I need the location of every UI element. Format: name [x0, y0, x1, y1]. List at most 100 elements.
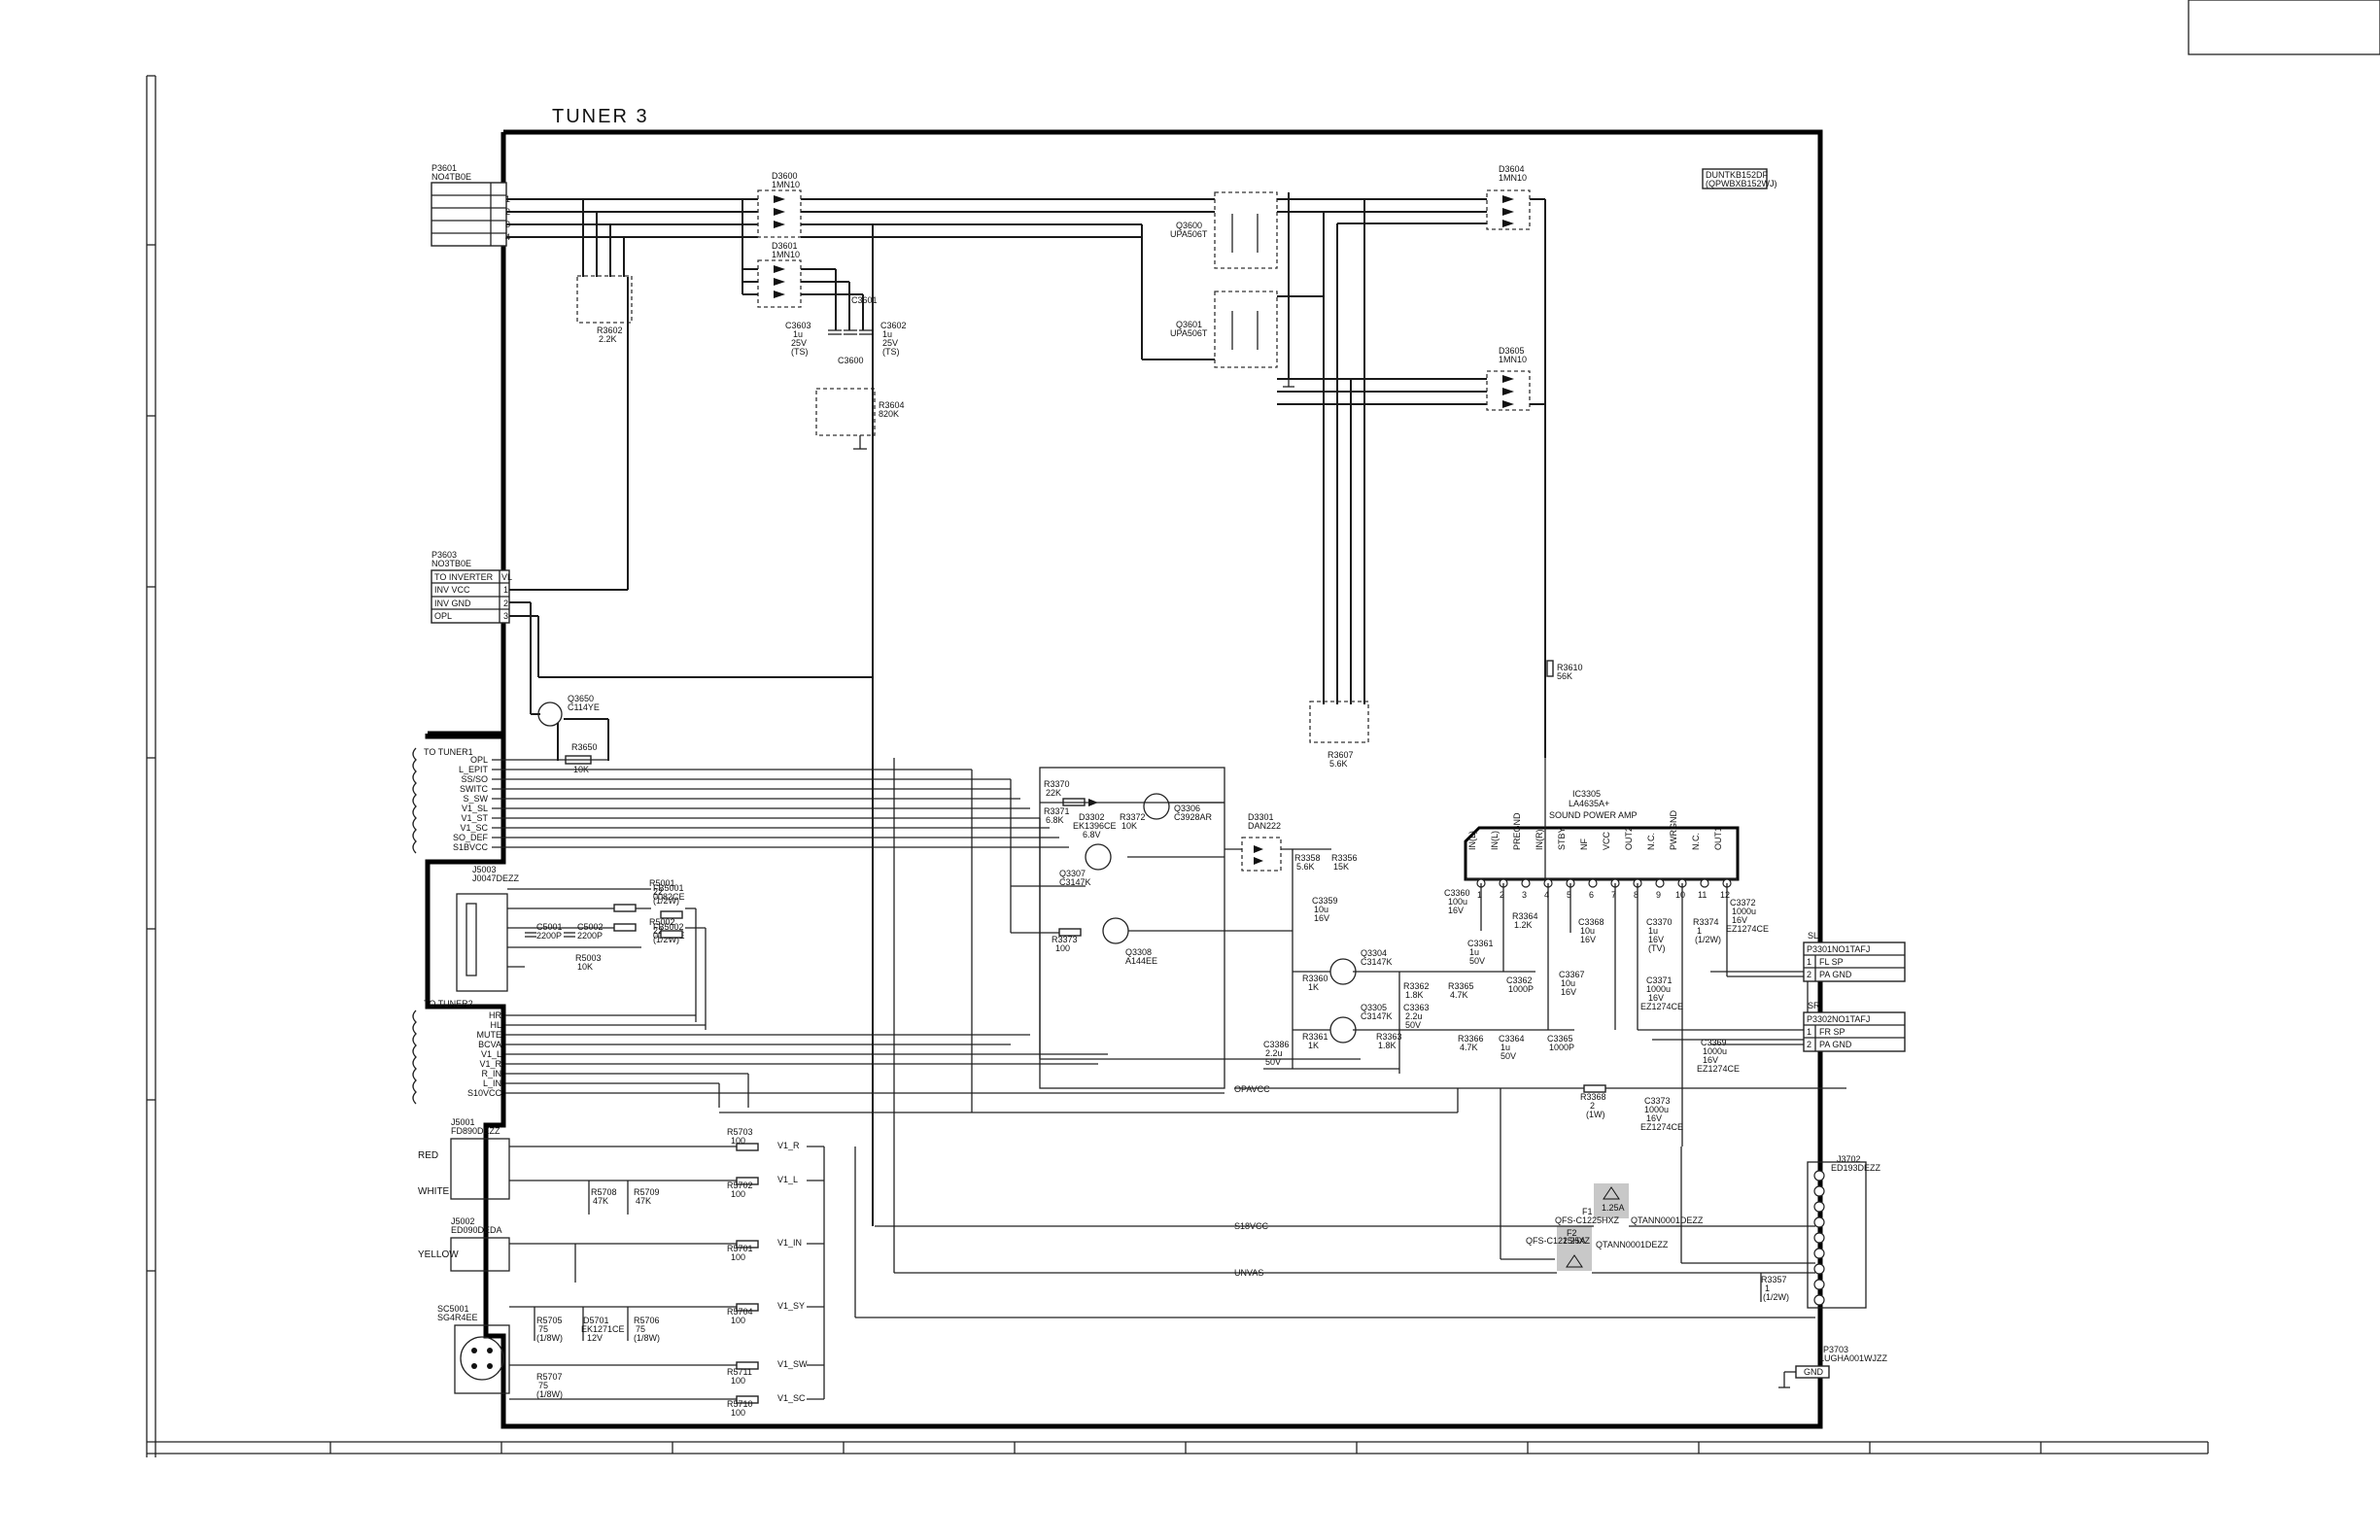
svg-text:C5001: C5001: [536, 922, 563, 932]
svg-text:J3702: J3702: [1837, 1154, 1861, 1164]
svg-text:100: 100: [731, 1316, 745, 1325]
svg-text:47K: 47K: [593, 1196, 608, 1206]
svg-text:C3367: C3367: [1559, 970, 1585, 979]
svg-text:IN(L): IN(L): [1467, 831, 1477, 850]
svg-text:1u: 1u: [1469, 947, 1479, 957]
svg-text:2: 2: [1500, 890, 1504, 900]
svg-text:V1_SW: V1_SW: [777, 1359, 808, 1369]
svg-text:(TV): (TV): [1648, 943, 1666, 953]
svg-text:SWITC: SWITC: [460, 784, 488, 794]
svg-text:1.25A: 1.25A: [1602, 1203, 1625, 1213]
svg-text:C114YE: C114YE: [568, 702, 600, 712]
diode-array-d3605: D3605 1MN10: [1486, 346, 1531, 411]
av-input-resistors: R5703 100 V1_R R5702 100 V1_L R5701 100 …: [536, 1127, 808, 1418]
svg-text:C3928AR: C3928AR: [1174, 812, 1213, 822]
svg-text:1K: 1K: [1308, 1041, 1319, 1050]
svg-text:100u: 100u: [1448, 897, 1467, 907]
svg-text:1: 1: [1765, 1283, 1770, 1293]
amp-input-passives: R3362 1.8K R3363 1.8K C3363 2.2u 50V R33…: [1263, 939, 1574, 1074]
svg-text:3: 3: [503, 611, 508, 621]
svg-text:11: 11: [1698, 890, 1707, 900]
fuse-f1: F1 1.25A QFS-C1225HXZ QTANN0001DEZZ: [1555, 1183, 1704, 1225]
svg-text:C3601: C3601: [851, 295, 878, 305]
connector-p3601: P3601 NO4TB0E 1 2 3 4: [431, 163, 510, 247]
svg-text:1.8K: 1.8K: [1405, 990, 1424, 1000]
svg-text:10u: 10u: [1314, 905, 1328, 914]
svg-text:VCC: VCC: [1602, 831, 1611, 850]
svg-text:7: 7: [1611, 890, 1616, 900]
svg-text:C3360: C3360: [1444, 888, 1470, 898]
svg-text:R5711: R5711: [727, 1367, 752, 1377]
svg-text:22: 22: [653, 887, 663, 897]
svg-text:(1W): (1W): [1586, 1110, 1605, 1119]
svg-text:50V: 50V: [1500, 1051, 1516, 1061]
tuner1-harness: TO TUNER1: [412, 747, 473, 854]
power-nets: OPAVCC S18VCC UNVAS: [855, 758, 1815, 1318]
svg-text:NO3TB0E: NO3TB0E: [431, 559, 471, 568]
svg-text:2: 2: [1807, 970, 1811, 979]
svg-text:VL: VL: [501, 572, 512, 582]
tuner2-harness: TO TUNER2: [412, 999, 473, 1105]
svg-text:(TS): (TS): [791, 347, 809, 357]
svg-text:D3601: D3601: [772, 241, 798, 251]
svg-text:F1: F1: [1582, 1207, 1593, 1216]
svg-text:3: 3: [1522, 890, 1527, 900]
svg-text:C3603: C3603: [785, 321, 811, 330]
connector-p3703: P3703 LUGHA001WJZZ GND: [1778, 1345, 1888, 1388]
svg-text:R3362: R3362: [1403, 981, 1430, 991]
tuner2-wires: [505, 1014, 1224, 1108]
svg-text:EZ1274CE: EZ1274CE: [1726, 924, 1769, 934]
fuse-f2: F2 1.25A QFS-C1225HXZ QTANN0001DEZZ: [1526, 1226, 1669, 1271]
svg-text:OPL: OPL: [434, 611, 452, 621]
svg-text:0082CE: 0082CE: [653, 892, 685, 902]
svg-text:LA4635A+: LA4635A+: [1569, 799, 1609, 808]
svg-text:(TS): (TS): [882, 347, 900, 357]
svg-text:2: 2: [1590, 1101, 1595, 1111]
bus-wires: [719, 758, 1815, 1318]
svg-text:R5708: R5708: [591, 1187, 617, 1197]
svg-text:R3371: R3371: [1044, 806, 1070, 816]
svg-text:1: 1: [503, 585, 508, 595]
svg-text:PA GND: PA GND: [1819, 970, 1852, 979]
svg-text:Q3306: Q3306: [1174, 804, 1200, 813]
svg-text:9: 9: [1656, 890, 1661, 900]
svg-text:P3603: P3603: [431, 550, 457, 560]
svg-text:R3650: R3650: [571, 742, 598, 752]
svg-text:100: 100: [731, 1189, 745, 1199]
svg-text:10u: 10u: [1561, 978, 1575, 988]
svg-text:1: 1: [1477, 890, 1482, 900]
svg-text:P3703: P3703: [1823, 1345, 1848, 1354]
svg-text:L_EPIT: L_EPIT: [459, 765, 489, 774]
svg-text:C3368: C3368: [1578, 917, 1604, 927]
svg-text:J0047DEZZ: J0047DEZZ: [472, 873, 520, 883]
svg-text:OPAVCC: OPAVCC: [1234, 1084, 1270, 1094]
svg-text:R3607: R3607: [1328, 750, 1354, 760]
svg-text:EZ1274CE: EZ1274CE: [1640, 1122, 1683, 1132]
svg-text:R3365: R3365: [1448, 981, 1474, 991]
svg-text:6.8K: 6.8K: [1046, 815, 1064, 825]
svg-text:ED193DEZZ: ED193DEZZ: [1831, 1163, 1881, 1173]
svg-text:2200P: 2200P: [536, 931, 562, 941]
caps-c3600-c3603: C3603 1u 25V (TS) C3602 1u 25V (TS) C360…: [785, 295, 907, 450]
svg-text:D3600: D3600: [772, 171, 798, 181]
svg-text:PA GND: PA GND: [1819, 1040, 1852, 1049]
svg-text:(1/2W): (1/2W): [1695, 935, 1721, 944]
svg-text:QFS-C1225HXZ: QFS-C1225HXZ: [1555, 1215, 1620, 1225]
svg-text:75: 75: [538, 1381, 548, 1390]
p3601-wires: [506, 198, 758, 277]
svg-text:16V: 16V: [1703, 1055, 1718, 1065]
svg-text:25V: 25V: [791, 338, 807, 348]
svg-text:NO1TAFJ: NO1TAFJ: [1832, 1014, 1870, 1024]
ic-output-wires: [1234, 883, 1846, 1146]
svg-text:1000u: 1000u: [1646, 984, 1671, 994]
svg-text:V1_SC: V1_SC: [460, 823, 488, 833]
svg-text:HL: HL: [490, 1020, 501, 1030]
svg-text:5.6K: 5.6K: [1296, 862, 1315, 872]
svg-text:C3370: C3370: [1646, 917, 1673, 927]
svg-text:NO1TAFJ: NO1TAFJ: [1832, 944, 1870, 954]
svg-text:Q3307: Q3307: [1059, 869, 1086, 878]
svg-text:S_SW: S_SW: [463, 794, 488, 804]
svg-text:QFS-C1225HXZ: QFS-C1225HXZ: [1526, 1236, 1591, 1246]
svg-text:100: 100: [731, 1376, 745, 1386]
svg-text:R5001: R5001: [649, 878, 675, 888]
